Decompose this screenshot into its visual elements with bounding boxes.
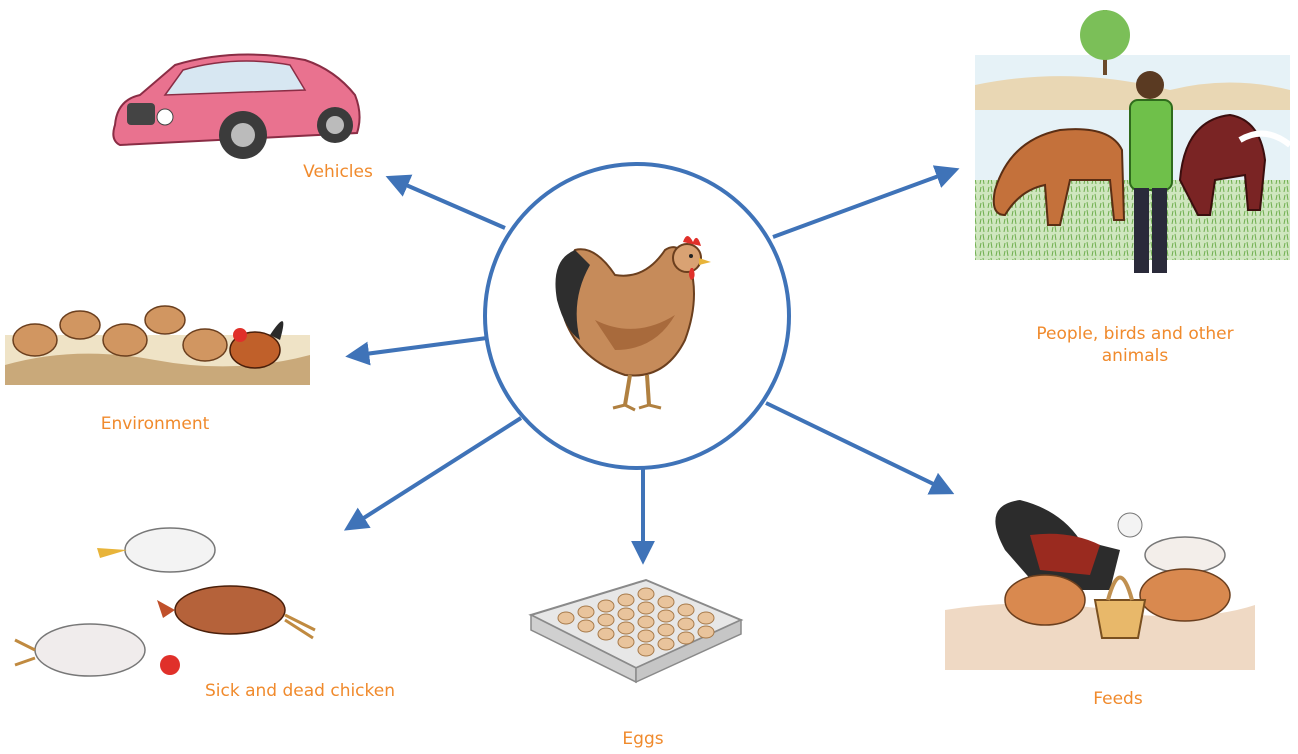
node-label-eggs: Eggs	[593, 728, 693, 750]
node-label-sick: Sick and dead chicken	[185, 680, 415, 702]
flock-icon	[5, 306, 310, 385]
arrow-to-people	[773, 170, 955, 237]
people-animals-icon	[975, 10, 1290, 273]
arrow-to-vehicles	[390, 178, 505, 228]
node-label-people: People, birds and other animals	[1015, 323, 1255, 367]
dead-chicken-icon	[15, 528, 315, 676]
feeder-icon	[945, 500, 1255, 670]
node-label-environment: Environment	[80, 413, 230, 435]
node-label-feeds: Feeds	[1068, 688, 1168, 710]
arrow-to-environment	[350, 338, 487, 356]
arrow-to-feeds	[766, 403, 950, 492]
arrow-to-sick	[348, 418, 521, 528]
car-icon	[113, 55, 359, 159]
node-label-vehicles: Vehicles	[288, 161, 388, 183]
egg-tray-icon	[531, 580, 741, 682]
